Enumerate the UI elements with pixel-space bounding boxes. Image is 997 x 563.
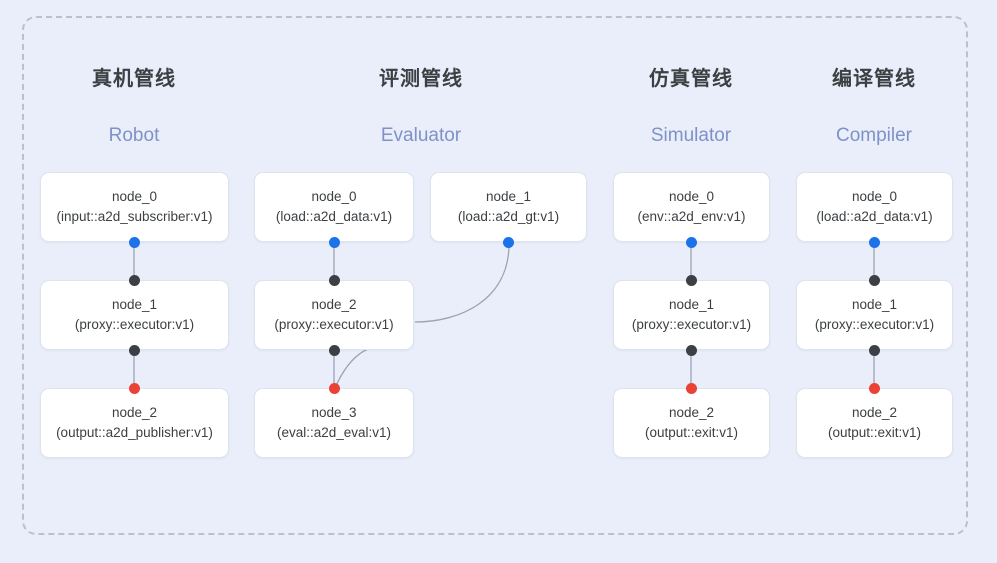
node-spec-label: (output::exit:v1) bbox=[827, 425, 922, 440]
node-spec-label: (load::a2d_data:v1) bbox=[275, 209, 393, 224]
node-spec-label: (load::a2d_gt:v1) bbox=[457, 209, 560, 224]
node-box-evaluator-node_1[interactable]: node_1(load::a2d_gt:v1) bbox=[430, 172, 587, 242]
port-black-bottom-evaluator-node_2[interactable] bbox=[328, 344, 340, 356]
node-box-robot-node_1[interactable]: node_1(proxy::executor:v1) bbox=[40, 280, 229, 350]
port-black-top-robot-node_1[interactable] bbox=[129, 274, 140, 286]
node-name-label: node_2 bbox=[668, 405, 715, 420]
node-box-simulator-node_2[interactable]: node_2(output::exit:v1) bbox=[613, 388, 770, 458]
node-box-robot-node_0[interactable]: node_0(input::a2d_subscriber:v1) bbox=[40, 172, 229, 242]
node-spec-label: (proxy::executor:v1) bbox=[74, 317, 195, 332]
node-box-simulator-node_1[interactable]: node_1(proxy::executor:v1) bbox=[613, 280, 770, 350]
dashed-container-frame bbox=[22, 16, 968, 535]
node-box-simulator-node_0[interactable]: node_0(env::a2d_env:v1) bbox=[613, 172, 770, 242]
node-spec-label: (load::a2d_data:v1) bbox=[816, 209, 933, 224]
node-name-label: node_0 bbox=[851, 189, 898, 204]
port-blue-bottom-evaluator-node_1[interactable] bbox=[503, 236, 514, 248]
column-title-cn-simulator: 仿真管线 bbox=[649, 68, 733, 90]
node-spec-label: (input::a2d_subscriber:v1) bbox=[56, 209, 213, 224]
node-spec-label: (output::exit:v1) bbox=[644, 425, 739, 440]
node-box-robot-node_2[interactable]: node_2(output::a2d_publisher:v1) bbox=[40, 388, 229, 458]
node-spec-label: (proxy::executor:v1) bbox=[631, 317, 752, 332]
port-red-top-compiler-node_2[interactable] bbox=[869, 382, 880, 394]
node-spec-label: (output::a2d_publisher:v1) bbox=[56, 425, 213, 440]
node-name-label: node_2 bbox=[851, 405, 898, 420]
port-blue-bottom-simulator-node_0[interactable] bbox=[686, 236, 697, 248]
port-black-bottom-compiler-node_1[interactable] bbox=[869, 344, 880, 356]
node-name-label: node_1 bbox=[485, 189, 532, 204]
node-box-compiler-node_0[interactable]: node_0(load::a2d_data:v1) bbox=[796, 172, 953, 242]
node-spec-label: (proxy::executor:v1) bbox=[814, 317, 935, 332]
port-blue-bottom-robot-node_0[interactable] bbox=[129, 236, 140, 248]
column-title-en-robot: Robot bbox=[108, 125, 160, 146]
port-black-top-evaluator-node_2[interactable] bbox=[328, 274, 340, 286]
node-box-compiler-node_1[interactable]: node_1(proxy::executor:v1) bbox=[796, 280, 953, 350]
node-box-evaluator-node_3[interactable]: node_3(eval::a2d_eval:v1) bbox=[254, 388, 414, 458]
column-title-en-evaluator: Evaluator bbox=[380, 125, 462, 146]
node-spec-label: (eval::a2d_eval:v1) bbox=[276, 425, 392, 440]
node-name-label: node_1 bbox=[851, 297, 898, 312]
port-black-top-simulator-node_1[interactable] bbox=[686, 274, 697, 286]
node-spec-label: (proxy::executor:v1) bbox=[274, 317, 394, 332]
node-name-label: node_0 bbox=[311, 189, 357, 204]
column-title-cn-compiler: 编译管线 bbox=[832, 68, 916, 90]
port-red-top-robot-node_2[interactable] bbox=[129, 382, 140, 394]
node-name-label: node_2 bbox=[111, 405, 158, 420]
node-name-label: node_1 bbox=[111, 297, 158, 312]
port-black-bottom-robot-node_1[interactable] bbox=[129, 344, 140, 356]
column-title-cn-robot: 真机管线 bbox=[92, 68, 176, 90]
port-black-bottom-simulator-node_1[interactable] bbox=[686, 344, 697, 356]
column-title-cn-evaluator: 评测管线 bbox=[379, 68, 463, 90]
node-name-label: node_2 bbox=[311, 297, 357, 312]
node-box-evaluator-node_2[interactable]: node_2(proxy::executor:v1) bbox=[254, 280, 414, 350]
node-box-compiler-node_2[interactable]: node_2(output::exit:v1) bbox=[796, 388, 953, 458]
node-name-label: node_0 bbox=[111, 189, 158, 204]
node-name-label: node_3 bbox=[311, 405, 357, 420]
node-name-label: node_0 bbox=[668, 189, 715, 204]
node-name-label: node_1 bbox=[668, 297, 715, 312]
port-blue-bottom-compiler-node_0[interactable] bbox=[869, 236, 880, 248]
node-spec-label: (env::a2d_env:v1) bbox=[637, 209, 746, 224]
port-red-top-evaluator-node_3[interactable] bbox=[328, 382, 340, 394]
port-red-top-simulator-node_2[interactable] bbox=[686, 382, 697, 394]
node-box-evaluator-node_0[interactable]: node_0(load::a2d_data:v1) bbox=[254, 172, 414, 242]
column-title-en-compiler: Compiler bbox=[835, 125, 913, 146]
port-blue-bottom-evaluator-node_0[interactable] bbox=[328, 236, 340, 248]
column-title-en-simulator: Simulator bbox=[650, 125, 732, 146]
port-black-top-compiler-node_1[interactable] bbox=[869, 274, 880, 286]
